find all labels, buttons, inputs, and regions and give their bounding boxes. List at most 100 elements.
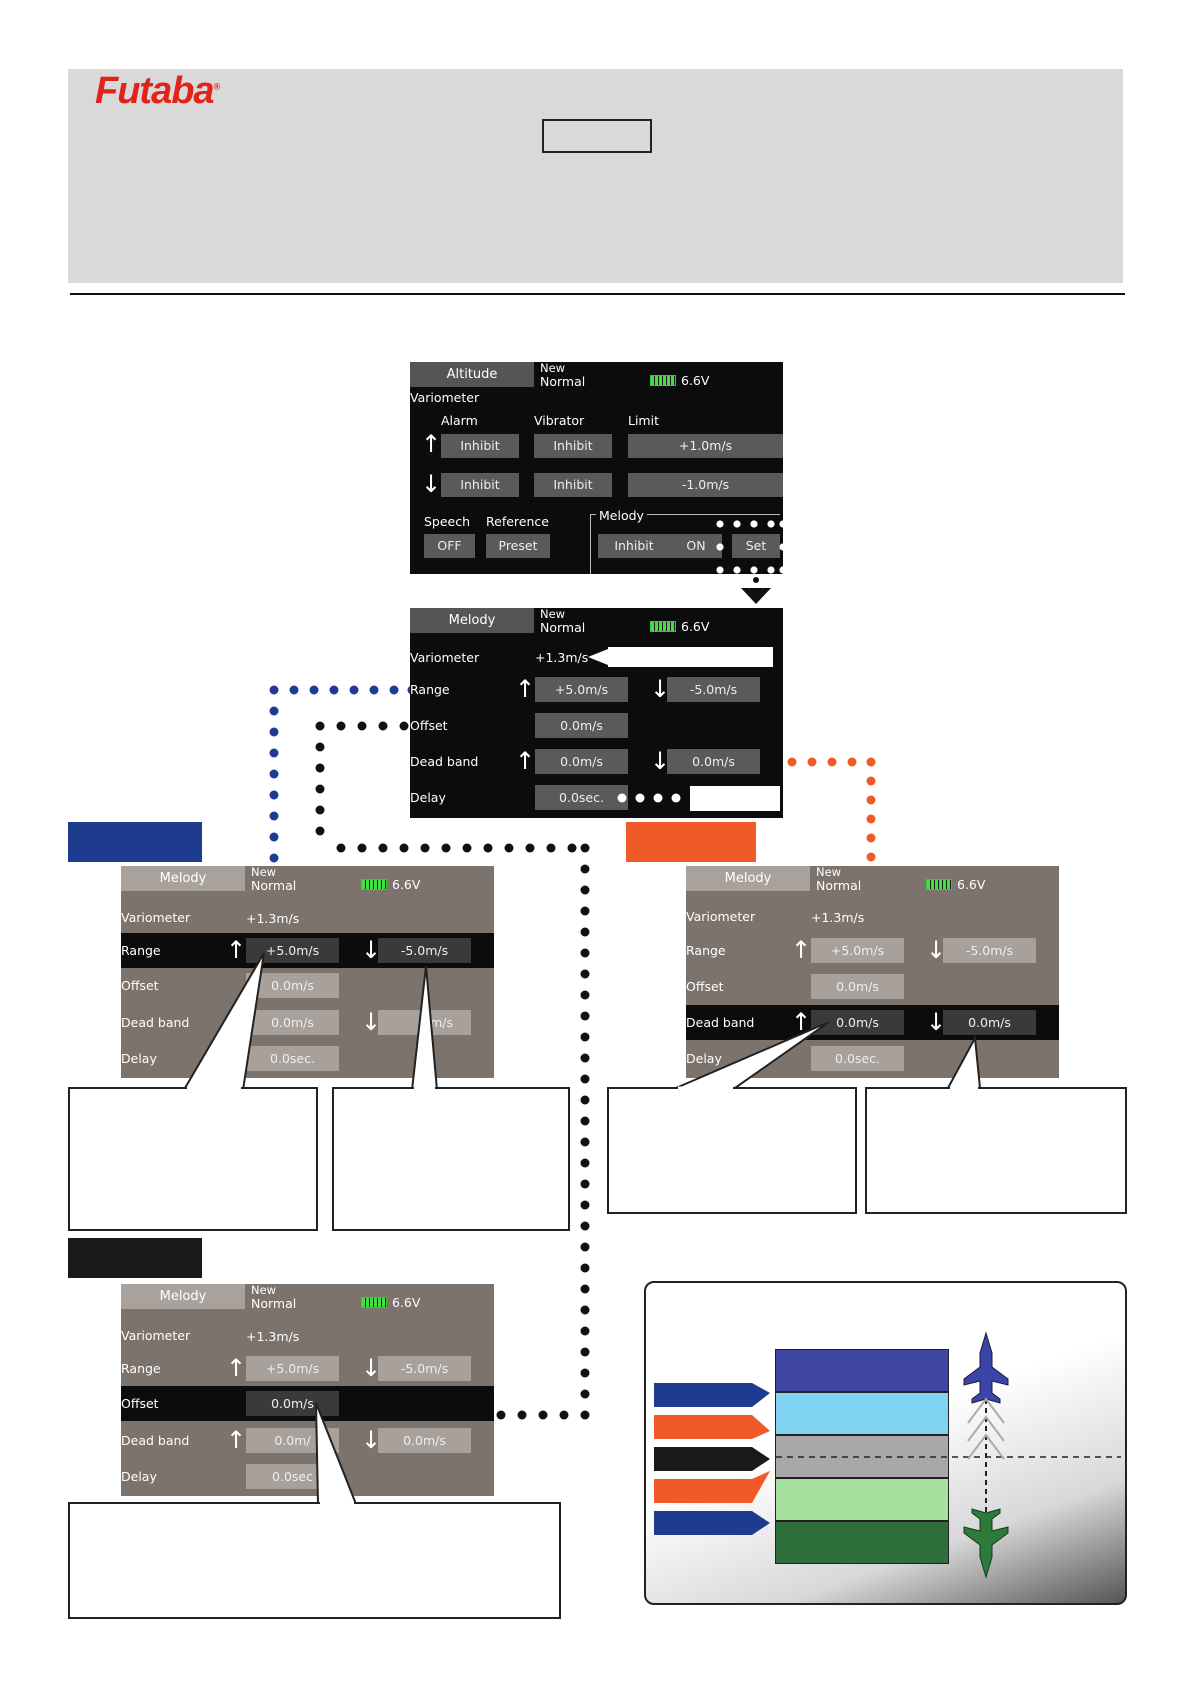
down-limit-button[interactable]: -1.0m/s bbox=[628, 473, 783, 497]
range-up-button[interactable]: +5.0m/s bbox=[246, 938, 339, 963]
range-up-note-box bbox=[68, 1087, 318, 1231]
range-label: Range bbox=[121, 943, 161, 958]
offset-label: Offset bbox=[686, 979, 724, 994]
deadband-tag bbox=[626, 822, 756, 862]
offset-button[interactable]: 0.0m/s bbox=[246, 1391, 339, 1416]
range-down-button[interactable]: -5.0m/s bbox=[378, 1356, 471, 1381]
down-arrow-icon: ↓ bbox=[421, 470, 442, 498]
melody-inhibit-button[interactable]: Inhibit bbox=[598, 534, 670, 558]
melody-band-diagram bbox=[644, 1281, 1127, 1605]
up-limit-button[interactable]: +1.0m/s bbox=[628, 434, 783, 458]
voltage: 6.6V bbox=[681, 373, 710, 388]
band-climb-high bbox=[775, 1349, 949, 1392]
deadband-down-button[interactable]: m/s bbox=[378, 1010, 471, 1035]
deadband-down-button[interactable]: 0.0m/s bbox=[378, 1428, 471, 1453]
melody-screen: Melody New Normal 6.6V Variometer +1.3m/… bbox=[410, 607, 783, 818]
deadband-label: Dead band bbox=[686, 1015, 755, 1030]
offset-tag bbox=[68, 1238, 202, 1278]
down-vibrator-button[interactable]: Inhibit bbox=[534, 473, 612, 497]
variometer-label: Variometer bbox=[410, 650, 480, 665]
melody-group bbox=[590, 514, 780, 574]
deadband-down-button[interactable]: 0.0m/s bbox=[667, 749, 760, 774]
range-label: Range bbox=[410, 682, 450, 697]
voltage: 6.6V bbox=[681, 619, 710, 634]
range-tag bbox=[68, 822, 202, 862]
offset-screen: Melody New Normal 6.6V Variometer +1.3m/… bbox=[121, 1283, 494, 1496]
range-up-button[interactable]: +5.0m/s bbox=[246, 1356, 339, 1381]
variometer-label: Variometer bbox=[121, 910, 191, 925]
deadband-down-button[interactable]: 0.0m/s bbox=[943, 1010, 1036, 1035]
delay-button[interactable]: 0.0sec. bbox=[535, 785, 628, 810]
down-alarm-button[interactable]: Inhibit bbox=[441, 473, 519, 497]
deadband-screen: Melody New Normal 6.6V Variometer +1.3m/… bbox=[686, 865, 1059, 1078]
down-arrow-icon: ↓ bbox=[361, 1008, 382, 1036]
jet-aircraft-icon bbox=[963, 1508, 1009, 1579]
screen-title: Melody bbox=[686, 866, 810, 891]
up-vibrator-button[interactable]: Inhibit bbox=[534, 434, 612, 458]
down-arrow-icon: ↓ bbox=[926, 1008, 947, 1036]
range-down-button[interactable]: -5.0m/s bbox=[943, 938, 1036, 963]
screen-title: Melody bbox=[121, 1284, 245, 1309]
delay-button[interactable]: 0.0sec. bbox=[246, 1046, 339, 1071]
melody-set-button[interactable]: Set bbox=[732, 534, 780, 558]
deadband-label: Dead band bbox=[121, 1433, 190, 1448]
status-normal: Normal bbox=[540, 620, 586, 635]
offset-note-box bbox=[68, 1502, 561, 1619]
screen-title: Melody bbox=[121, 866, 245, 891]
range-up-button[interactable]: +5.0m/s bbox=[811, 938, 904, 963]
reference-label: Reference bbox=[486, 514, 549, 529]
status-normal: Normal bbox=[251, 1296, 297, 1311]
up-arrow-icon: ↑ bbox=[421, 430, 442, 458]
offset-button[interactable]: 0.0m/s bbox=[811, 974, 904, 999]
status-new: New bbox=[540, 361, 566, 375]
up-arrow-icon: ↑ bbox=[226, 936, 247, 964]
col-vibrator: Vibrator bbox=[534, 413, 585, 428]
deadband-up-button[interactable]: 0.0m/s bbox=[246, 1010, 339, 1035]
battery-icon bbox=[361, 1297, 387, 1308]
battery-icon bbox=[361, 879, 387, 890]
range-label: Range bbox=[121, 1361, 161, 1376]
set-highlight-dots bbox=[716, 520, 787, 574]
up-arrow-icon: ↑ bbox=[791, 1008, 812, 1036]
battery-icon bbox=[650, 375, 676, 386]
status-new: New bbox=[816, 865, 842, 879]
delay-button[interactable]: 0.0sec bbox=[246, 1464, 339, 1489]
down-arrow-icon: ↓ bbox=[361, 1354, 382, 1382]
status-normal: Normal bbox=[251, 878, 297, 893]
delay-label: Delay bbox=[121, 1051, 157, 1066]
band-sink-high bbox=[775, 1521, 949, 1564]
section-variometer: Variometer bbox=[410, 390, 480, 405]
range-down-note-box bbox=[332, 1087, 570, 1231]
deadband-connector bbox=[787, 757, 876, 862]
band-sink-low bbox=[775, 1478, 949, 1521]
range-down-button[interactable]: -5.0m/s bbox=[378, 938, 471, 963]
up-arrow-icon: ↑ bbox=[226, 1426, 247, 1454]
reference-button[interactable]: Preset bbox=[486, 534, 550, 558]
jet-aircraft-icon bbox=[963, 1331, 1009, 1404]
delay-button[interactable]: 0.0sec. bbox=[811, 1046, 904, 1071]
band-climb-low bbox=[775, 1392, 949, 1435]
delay-label: Delay bbox=[410, 790, 446, 805]
range-label: Range bbox=[686, 943, 726, 958]
deadband-up-button[interactable]: 0.0m/s bbox=[535, 749, 628, 774]
up-arrow-icon: ↑ bbox=[515, 747, 536, 775]
status-normal: Normal bbox=[540, 374, 586, 389]
band-labels bbox=[654, 1331, 1121, 1579]
range-up-button[interactable]: +5.0m/s bbox=[535, 677, 628, 702]
up-alarm-button[interactable]: Inhibit bbox=[441, 434, 519, 458]
status-new: New bbox=[251, 865, 277, 879]
deadband-label: Dead band bbox=[121, 1015, 190, 1030]
offset-button[interactable]: 0.0m/s bbox=[246, 973, 339, 998]
melody-group-label: Melody bbox=[596, 508, 647, 523]
speech-button[interactable]: OFF bbox=[424, 534, 475, 558]
melody-on-button[interactable]: ON bbox=[670, 534, 722, 558]
offset-button[interactable]: 0.0m/s bbox=[535, 713, 628, 738]
range-connector bbox=[269, 685, 417, 863]
deadband-up-button[interactable]: 0.0m/ bbox=[246, 1428, 339, 1453]
status-normal: Normal bbox=[816, 878, 862, 893]
deadband-up-button[interactable]: 0.0m/s bbox=[811, 1010, 904, 1035]
header-blank-box bbox=[542, 119, 652, 153]
futaba-logo: Futaba® bbox=[95, 70, 220, 112]
variometer-callout bbox=[588, 647, 773, 667]
range-down-button[interactable]: -5.0m/s bbox=[667, 677, 760, 702]
